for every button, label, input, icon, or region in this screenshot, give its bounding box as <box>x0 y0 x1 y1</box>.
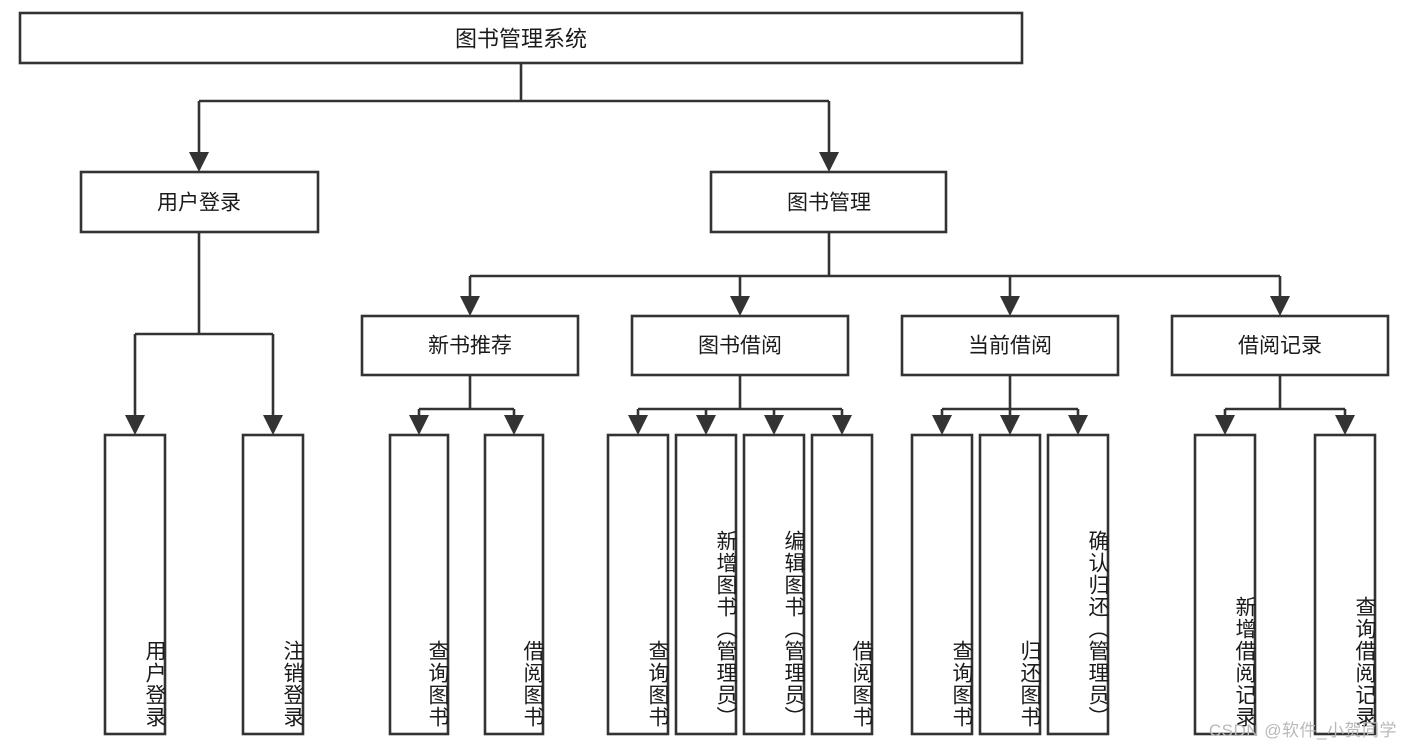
node-box-book-borrow[interactable] <box>630 314 850 377</box>
node-box-leaf-add-borrow-record[interactable] <box>1193 433 1257 736</box>
node-box-leaf-confirm-return-admin[interactable] <box>1046 433 1110 736</box>
node-user-login[interactable]: 用户登录 <box>79 170 320 234</box>
arrow-head-bookborrow-2 <box>696 415 716 435</box>
arrow-head-bookmgmt-1 <box>460 296 480 316</box>
connector-group-new-book <box>409 375 524 435</box>
arrow-head-bookmgmt-4 <box>1270 296 1290 316</box>
arrow-head-currentborrow-1 <box>932 415 952 435</box>
arrow-head-currentborrow-2 <box>1000 415 1020 435</box>
node-root[interactable]: 图书管理系统 <box>18 11 1024 65</box>
node-label-borrow-record: 借阅记录 <box>1238 335 1322 358</box>
node-box-leaf-query-borrow-record[interactable] <box>1313 433 1377 736</box>
node-label-user-login: 用户登录 <box>157 192 241 215</box>
node-box-leaf-add-book-admin[interactable] <box>674 433 738 736</box>
arrow-head-newbook-2 <box>504 415 524 435</box>
node-box-leaf-query-book-borrow[interactable] <box>606 433 670 736</box>
arrow-head-currentborrow-3 <box>1068 415 1088 435</box>
arrow-head-borrowrecord-1 <box>1215 415 1235 435</box>
node-box-leaf-edit-book-admin[interactable] <box>742 433 806 736</box>
node-box-leaf-logout[interactable] <box>241 433 305 736</box>
node-book-management[interactable]: 图书管理 <box>709 170 948 234</box>
node-box-borrow-record[interactable] <box>1170 314 1390 377</box>
arrow-head-newbook-1 <box>409 415 429 435</box>
node-label-book-management: 图书管理 <box>787 192 871 215</box>
node-box-new-book-recommend[interactable] <box>360 314 580 377</box>
arrow-head-bookborrow-1 <box>628 415 648 435</box>
node-box-leaf-borrow-book-recommend[interactable] <box>483 433 545 736</box>
arrow-head-bookborrow-4 <box>832 415 852 435</box>
watermark-text: CSDN @软件_小贺同学 <box>1208 721 1397 740</box>
arrow-head-root-1 <box>189 152 209 172</box>
node-box-current-borrow[interactable] <box>900 314 1120 377</box>
node-box-leaf-query-book-recommend[interactable] <box>388 433 450 736</box>
node-box-user-login[interactable] <box>79 170 320 234</box>
node-label-current-borrow: 当前借阅 <box>968 335 1052 358</box>
arrow-head-userlogin-1 <box>125 415 145 435</box>
node-box-leaf-query-book-current[interactable] <box>910 433 974 736</box>
arrow-head-bookmgmt-2 <box>730 296 750 316</box>
node-box-root[interactable] <box>18 11 1024 65</box>
arrow-head-userlogin-2 <box>263 415 283 435</box>
connector-group-user-login <box>125 232 283 435</box>
node-label-book-borrow: 图书借阅 <box>698 335 782 358</box>
connector-group-current-borrow <box>932 375 1088 435</box>
node-current-borrow[interactable]: 当前借阅 <box>900 314 1120 377</box>
node-label-new-book-recommend: 新书推荐 <box>428 335 512 358</box>
node-box-leaf-user-login[interactable] <box>103 433 167 736</box>
node-box-leaf-borrow-book[interactable] <box>810 433 874 736</box>
arrow-head-bookborrow-3 <box>764 415 784 435</box>
node-borrow-record[interactable]: 借阅记录 <box>1170 314 1390 377</box>
arrow-head-borrowrecord-2 <box>1335 415 1355 435</box>
node-box-book-management[interactable] <box>709 170 948 234</box>
node-label-root: 图书管理系统 <box>455 27 587 52</box>
node-new-book-recommend[interactable]: 新书推荐 <box>360 314 580 377</box>
connector-group-book-management <box>460 232 1290 316</box>
node-book-borrow[interactable]: 图书借阅 <box>630 314 850 377</box>
arrow-head-bookmgmt-3 <box>1000 296 1020 316</box>
connector-group-root <box>189 63 839 172</box>
arrow-head-root-2 <box>819 152 839 172</box>
node-box-leaf-return-book[interactable] <box>978 433 1042 736</box>
connector-group-borrow-record <box>1215 375 1355 435</box>
connector-group-book-borrow <box>628 375 852 435</box>
